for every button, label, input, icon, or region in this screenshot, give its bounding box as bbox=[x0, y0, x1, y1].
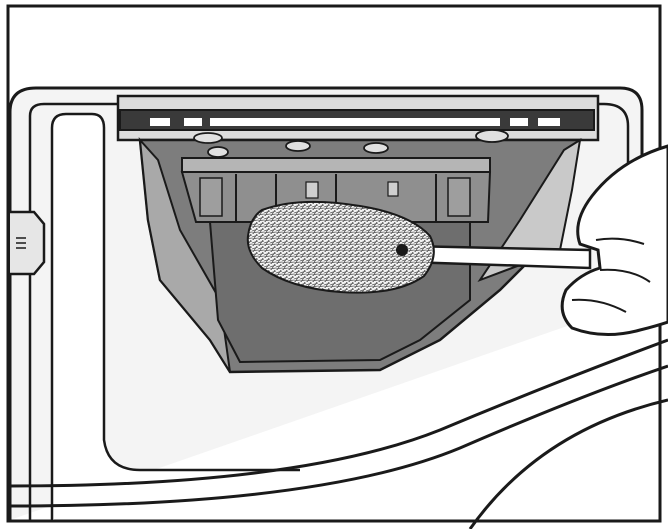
nozzle bbox=[475, 129, 509, 143]
hand-icon bbox=[560, 144, 668, 337]
cleaning-brush-icon bbox=[246, 200, 592, 294]
nozzle bbox=[363, 142, 389, 154]
nozzle bbox=[207, 146, 229, 158]
compartment-insert bbox=[180, 157, 492, 223]
nozzle bbox=[285, 140, 311, 152]
latch-icon bbox=[10, 210, 46, 276]
nozzle-row bbox=[193, 129, 509, 158]
door-contour bbox=[9, 338, 668, 529]
nozzle bbox=[193, 132, 223, 144]
